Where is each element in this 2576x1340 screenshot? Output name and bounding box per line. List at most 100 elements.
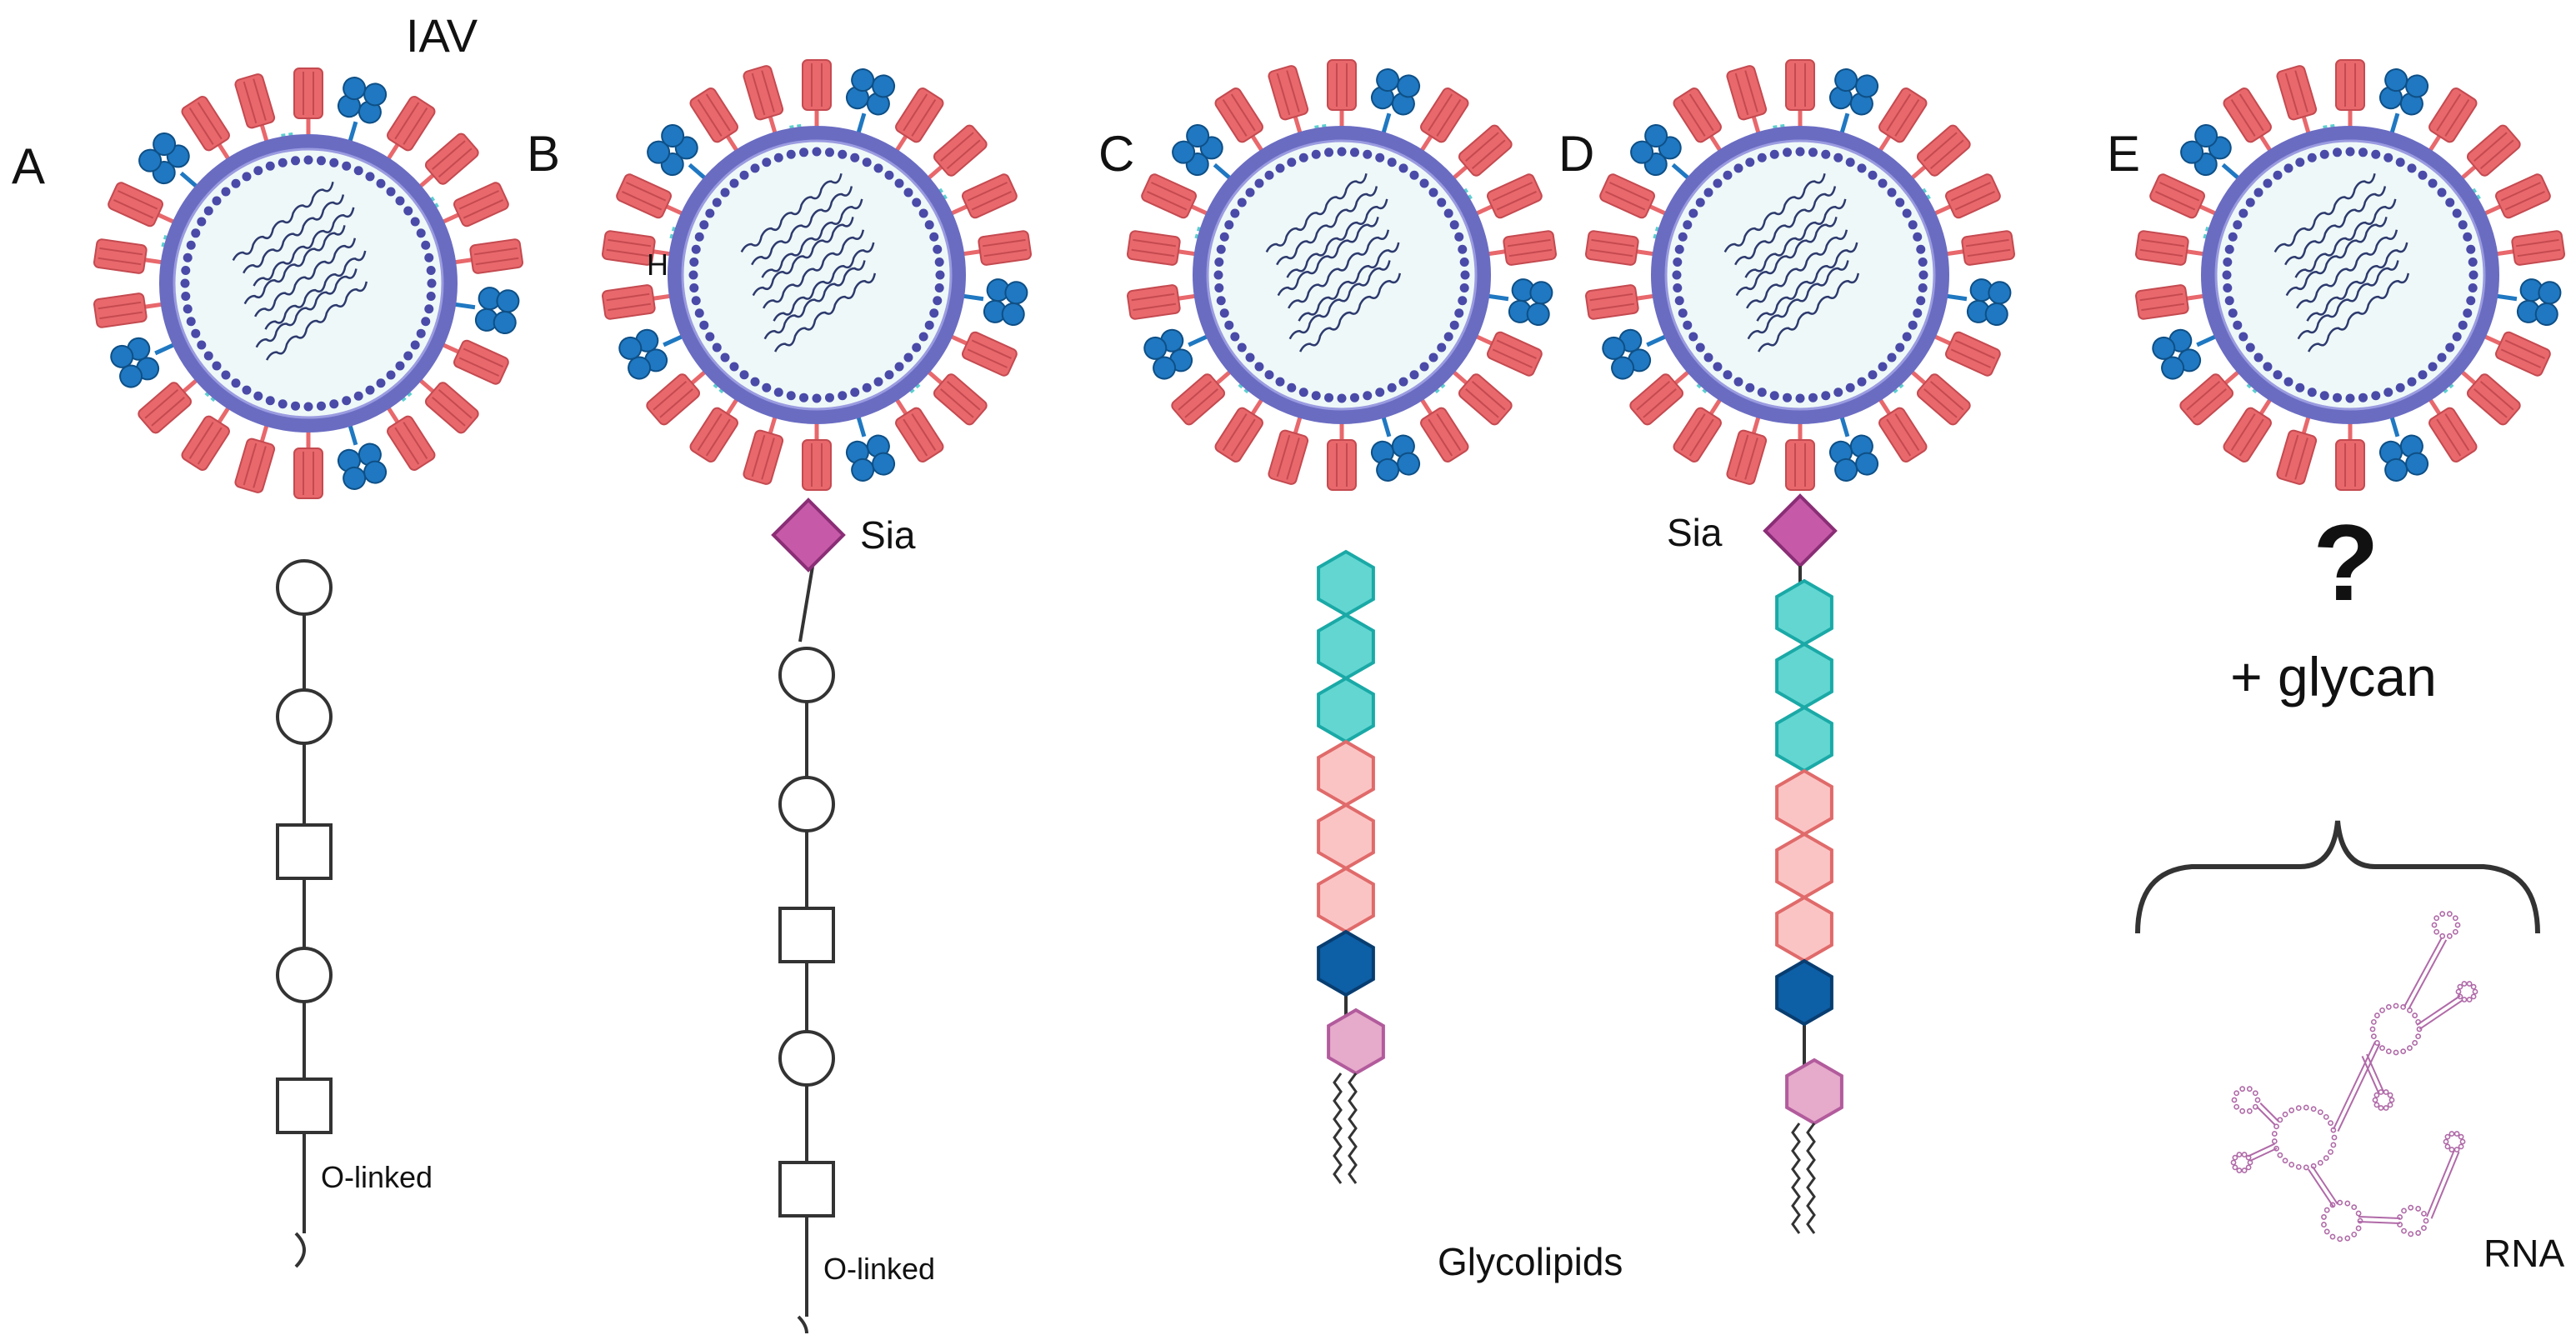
ha-spike xyxy=(436,339,509,385)
glycan-circle xyxy=(276,947,333,1003)
ha-spike xyxy=(1874,392,1928,462)
ha-spike xyxy=(2455,366,2521,426)
ha-spike xyxy=(802,417,832,491)
glycolipid-chain-d xyxy=(1775,578,1843,1234)
ha-spike xyxy=(2276,65,2318,140)
ha-spike xyxy=(234,73,276,148)
viral-rna-segments xyxy=(232,181,368,361)
sugar-hexagon xyxy=(1775,958,1833,1027)
ha-spike xyxy=(293,68,323,142)
ha-spike xyxy=(891,88,944,158)
na-spike xyxy=(845,68,896,140)
ha-spike xyxy=(1785,417,1815,491)
ha-spike xyxy=(2223,392,2276,462)
panel-letter-b: B xyxy=(527,126,560,182)
ha-spike xyxy=(1469,173,1543,219)
matrix-layer xyxy=(1672,147,1928,403)
panel-letter-a: A xyxy=(12,138,45,194)
sugar-hexagon xyxy=(1317,866,1375,934)
viral-envelope xyxy=(1651,126,1949,424)
viral-rna-segments xyxy=(1723,172,1860,352)
sugar-hexagon xyxy=(1775,578,1833,647)
glycolipid-chain-c xyxy=(1317,549,1385,1184)
ha-spike xyxy=(383,401,436,471)
ha-spike xyxy=(689,392,743,462)
lipid-tails xyxy=(1333,1072,1358,1184)
lipid-tails xyxy=(1791,1122,1816,1234)
ha-spike xyxy=(2489,230,2566,266)
sia-diamond-b xyxy=(771,498,846,572)
curly-bracket xyxy=(2135,820,2540,934)
sugar-hexagon xyxy=(1317,612,1375,681)
matrix-layer xyxy=(1213,147,1470,403)
sugar-hexagon xyxy=(1317,802,1375,871)
na-spike xyxy=(1828,410,1879,482)
ha-spike xyxy=(293,425,323,499)
ha-spike xyxy=(1416,88,1469,158)
ha-spike xyxy=(1327,59,1357,133)
sia-label-d: Sia xyxy=(1667,511,1723,554)
sugar-hexagon xyxy=(1775,895,1833,963)
na-spike xyxy=(1602,328,1673,380)
glycan-circle xyxy=(778,776,835,832)
sugar-hexagon xyxy=(1317,739,1375,808)
virion-a xyxy=(93,68,524,499)
na-spike xyxy=(1939,278,2012,327)
sugar-hexagon xyxy=(1775,642,1833,710)
ha-spike xyxy=(1214,392,1268,462)
rna-structure xyxy=(2230,911,2478,1242)
rna-label: RNA xyxy=(2483,1232,2564,1275)
matrix-layer xyxy=(180,155,437,412)
na-spike xyxy=(1630,124,1695,184)
na-spike xyxy=(618,328,689,380)
ha-spike xyxy=(922,124,988,184)
na-spike xyxy=(1370,410,1421,482)
na-spike xyxy=(2378,68,2429,140)
ha-spike xyxy=(181,401,234,471)
na-spike xyxy=(647,124,712,184)
na-spike xyxy=(2180,124,2245,184)
viral-rna-segments xyxy=(2273,172,2410,352)
virion-e xyxy=(2134,59,2566,491)
panel-letter-e: E xyxy=(2107,126,2140,182)
glycan-square xyxy=(778,907,835,963)
na-spike xyxy=(1143,328,1214,380)
sia-label-b: Sia xyxy=(860,513,916,557)
ha-spike xyxy=(646,366,712,426)
na-spike xyxy=(1172,124,1237,184)
viral-rna-segments xyxy=(740,172,877,352)
panel-letter-c: C xyxy=(1098,126,1134,182)
ha-spike xyxy=(1469,331,1543,377)
ha-spike xyxy=(1481,230,1558,266)
ha-spike xyxy=(1905,124,1971,184)
ha-spike xyxy=(802,59,832,133)
ha-spike xyxy=(1126,284,1203,320)
panel-letter-d: D xyxy=(1558,126,1594,182)
glycan-square xyxy=(276,1078,333,1134)
ha-spike xyxy=(93,292,169,328)
glycan-label-a: O-linked xyxy=(321,1160,433,1194)
na-spike xyxy=(448,287,520,335)
viral-envelope xyxy=(1193,126,1491,424)
ha-spike xyxy=(2335,417,2365,491)
sugar-hexagon xyxy=(1317,929,1375,998)
marker-h: H xyxy=(647,248,668,282)
glycan-circle xyxy=(778,1030,835,1087)
ha-spike xyxy=(2424,392,2478,462)
ha-spike xyxy=(2134,230,2211,266)
ha-spike xyxy=(922,366,988,426)
virion-d xyxy=(1584,59,2016,491)
glycan-label-c: Glycolipids xyxy=(1438,1240,1623,1283)
glycan-circle xyxy=(276,688,333,745)
glycan-circle xyxy=(778,647,835,703)
virion-b xyxy=(601,59,1033,491)
ha-spike xyxy=(2134,284,2211,320)
glycan-circle xyxy=(276,559,333,616)
glycan-label-b: O-linked xyxy=(823,1252,935,1286)
na-spike xyxy=(956,278,1028,327)
ha-spike xyxy=(743,410,784,485)
ha-spike xyxy=(1447,366,1513,426)
ha-spike xyxy=(1905,366,1971,426)
